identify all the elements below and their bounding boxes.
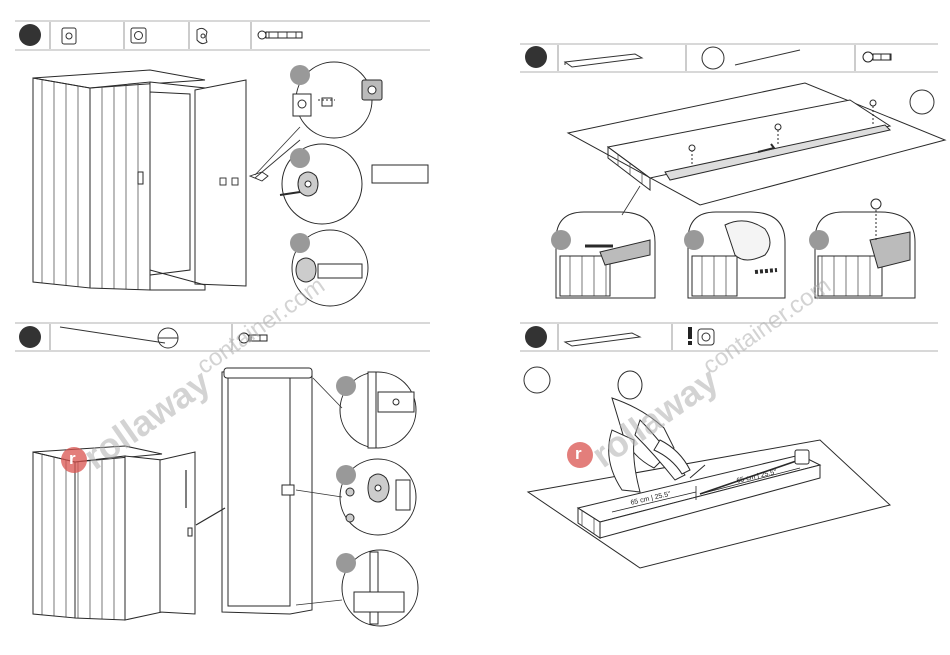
step-1-dot <box>19 24 41 46</box>
part-floor-board-icon <box>565 54 642 67</box>
step-2-dot <box>19 326 41 348</box>
door-panel-detail <box>196 368 312 614</box>
step-1-header <box>15 21 430 50</box>
sub-step-marker <box>551 230 571 250</box>
watermark-logo-letter: r <box>69 449 76 469</box>
sub-step-marker <box>336 376 356 396</box>
floor-panel-assembly <box>568 83 945 205</box>
detail-callout-3b <box>688 212 785 298</box>
part-rail-icon <box>702 47 800 69</box>
warning-exclamation-icon <box>688 327 692 345</box>
step-indicator-empty <box>524 367 550 393</box>
step-4-dot <box>525 326 547 348</box>
step-indicator-empty <box>910 90 934 114</box>
step-3-dot <box>525 46 547 68</box>
part-bolt-icon <box>258 31 302 39</box>
sub-step-marker <box>290 233 310 253</box>
part-rod-icon <box>60 327 178 348</box>
shed-illustration-1 <box>33 70 246 290</box>
sub-step-marker <box>809 230 829 250</box>
sub-step-marker <box>290 65 310 85</box>
sub-step-marker <box>336 553 356 573</box>
watermark-logo-letter: r <box>575 444 582 464</box>
shed-illustration-2 <box>33 446 195 620</box>
part-washer-icon <box>131 28 146 43</box>
tape-measure-icon <box>698 329 714 345</box>
part-hinge-icon <box>197 28 207 43</box>
sub-step-marker <box>290 148 310 168</box>
detail-callout-3a <box>556 212 655 298</box>
part-bracket-icon <box>62 28 76 44</box>
part-screw-icon <box>863 52 891 62</box>
sub-step-marker <box>684 230 704 250</box>
sub-step-marker <box>336 465 356 485</box>
detail-callout-3c <box>815 199 915 298</box>
part-floor-board-icon <box>565 333 640 346</box>
